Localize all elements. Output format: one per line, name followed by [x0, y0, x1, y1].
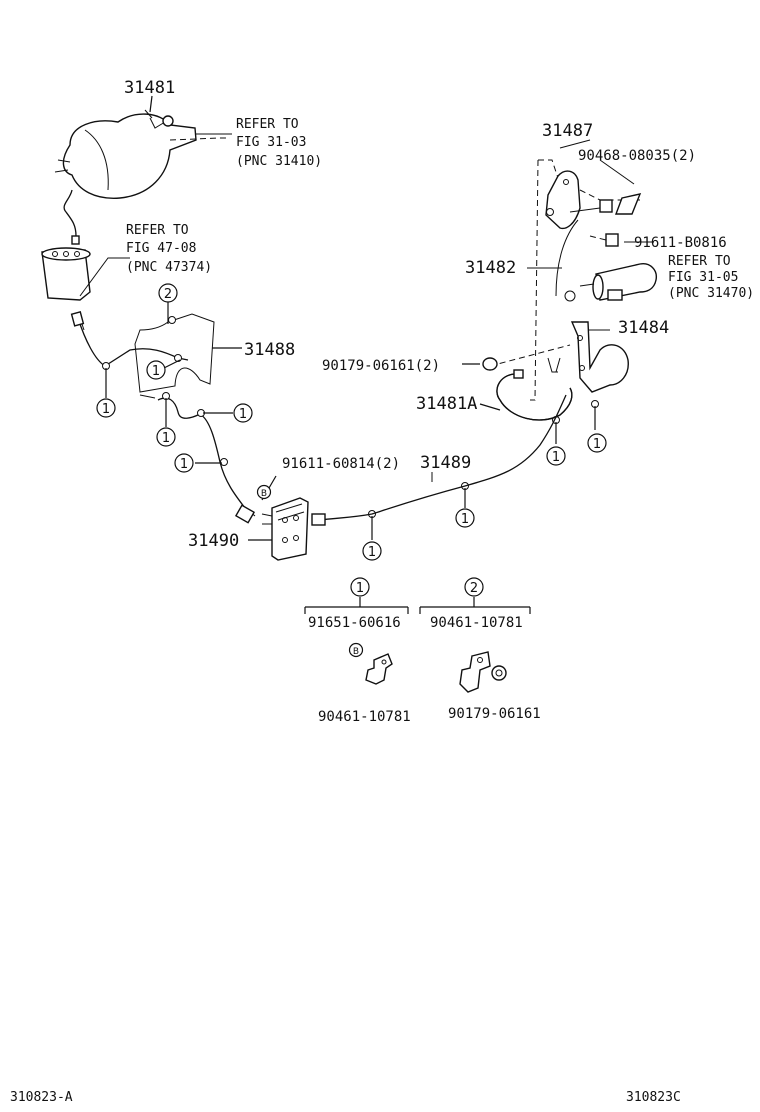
marker-1-legend: 1: [350, 577, 370, 597]
marker-1-d: 1: [156, 427, 176, 447]
clamp-2-part: [459, 651, 507, 693]
part-31484: 31484: [618, 318, 669, 338]
clamp-1-part: [365, 653, 393, 685]
marker-b-bracket: B: [256, 484, 272, 500]
svg-text:1: 1: [239, 407, 247, 422]
figure-code-right: 310823C: [626, 1090, 681, 1105]
figure-code-left: 310823-A: [10, 1090, 73, 1105]
part-31481: 31481: [124, 78, 175, 98]
part-90468-08035: 90468-08035(2): [578, 148, 696, 164]
tube-bracket: [261, 497, 309, 561]
reservoir-tank: [41, 247, 91, 301]
marker-1-i: 1: [587, 433, 607, 453]
svg-text:1: 1: [552, 450, 560, 465]
release-cylinder: [579, 263, 657, 301]
svg-text:1: 1: [152, 364, 160, 379]
part-90179-06161-2: 90179-06161(2): [322, 358, 440, 374]
refer-note-fig-47-08: REFER TO FIG 47-08 (PNC 47374): [126, 223, 212, 275]
marker-1-e: 1: [174, 453, 194, 473]
marker-1-g: 1: [455, 508, 475, 528]
svg-text:1: 1: [461, 512, 469, 527]
svg-text:1: 1: [180, 457, 188, 472]
part-31488: 31488: [244, 340, 295, 360]
svg-text:(PNC 31410): (PNC 31410): [236, 154, 322, 169]
svg-text:REFER TO: REFER TO: [126, 223, 189, 238]
part-31482: 31482: [465, 258, 516, 278]
part-90461-10781-top: 90461-10781: [430, 615, 523, 631]
part-90179-06161: 90179-06161: [448, 706, 541, 722]
svg-text:1: 1: [162, 431, 170, 446]
clutch-master-cylinder: [54, 109, 197, 199]
refer-note-fig-31-05: REFER TO FIG 31-05 (PNC 31470): [668, 254, 754, 301]
svg-text:FIG 47-08: FIG 47-08: [126, 241, 196, 256]
marker-1-b: 1: [96, 398, 116, 418]
marker-2-legend: 2: [464, 577, 484, 597]
part-91611-B0816: 91611-B0816: [634, 235, 727, 251]
marker-1-a: 1: [146, 360, 166, 380]
part-31490: 31490: [188, 531, 239, 551]
svg-text:B: B: [353, 647, 359, 657]
svg-text:1: 1: [356, 581, 364, 596]
svg-text:(PNC 31470): (PNC 31470): [668, 286, 754, 301]
svg-text:(PNC 47374): (PNC 47374): [126, 260, 212, 275]
part-91611-60814: 91611-60814(2): [282, 456, 400, 472]
part-31489: 31489: [420, 453, 471, 473]
svg-text:FIG 31-05: FIG 31-05: [668, 270, 738, 285]
svg-text:2: 2: [164, 287, 172, 302]
part-91651-60616: 91651-60616: [308, 615, 401, 631]
svg-text:REFER TO: REFER TO: [668, 254, 731, 269]
svg-text:B: B: [261, 489, 267, 499]
marker-1-c: 1: [233, 403, 253, 423]
svg-text:1: 1: [593, 437, 601, 452]
svg-text:1: 1: [368, 545, 376, 560]
marker-1-h: 1: [546, 446, 566, 466]
part-31487: 31487: [542, 121, 593, 141]
svg-text:REFER TO: REFER TO: [236, 117, 299, 132]
svg-text:1: 1: [102, 402, 110, 417]
part-90461-10781-bottom: 90461-10781: [318, 709, 411, 725]
refer-note-fig-31-03: REFER TO FIG 31-03 (PNC 31410): [236, 117, 322, 169]
part-31481A: 31481A: [416, 394, 477, 414]
svg-text:FIG 31-03: FIG 31-03: [236, 135, 306, 150]
marker-1-f: 1: [362, 541, 382, 561]
marker-2-upper: 2: [158, 283, 178, 303]
marker-b-legend: B: [348, 642, 364, 658]
svg-text:2: 2: [470, 581, 478, 596]
